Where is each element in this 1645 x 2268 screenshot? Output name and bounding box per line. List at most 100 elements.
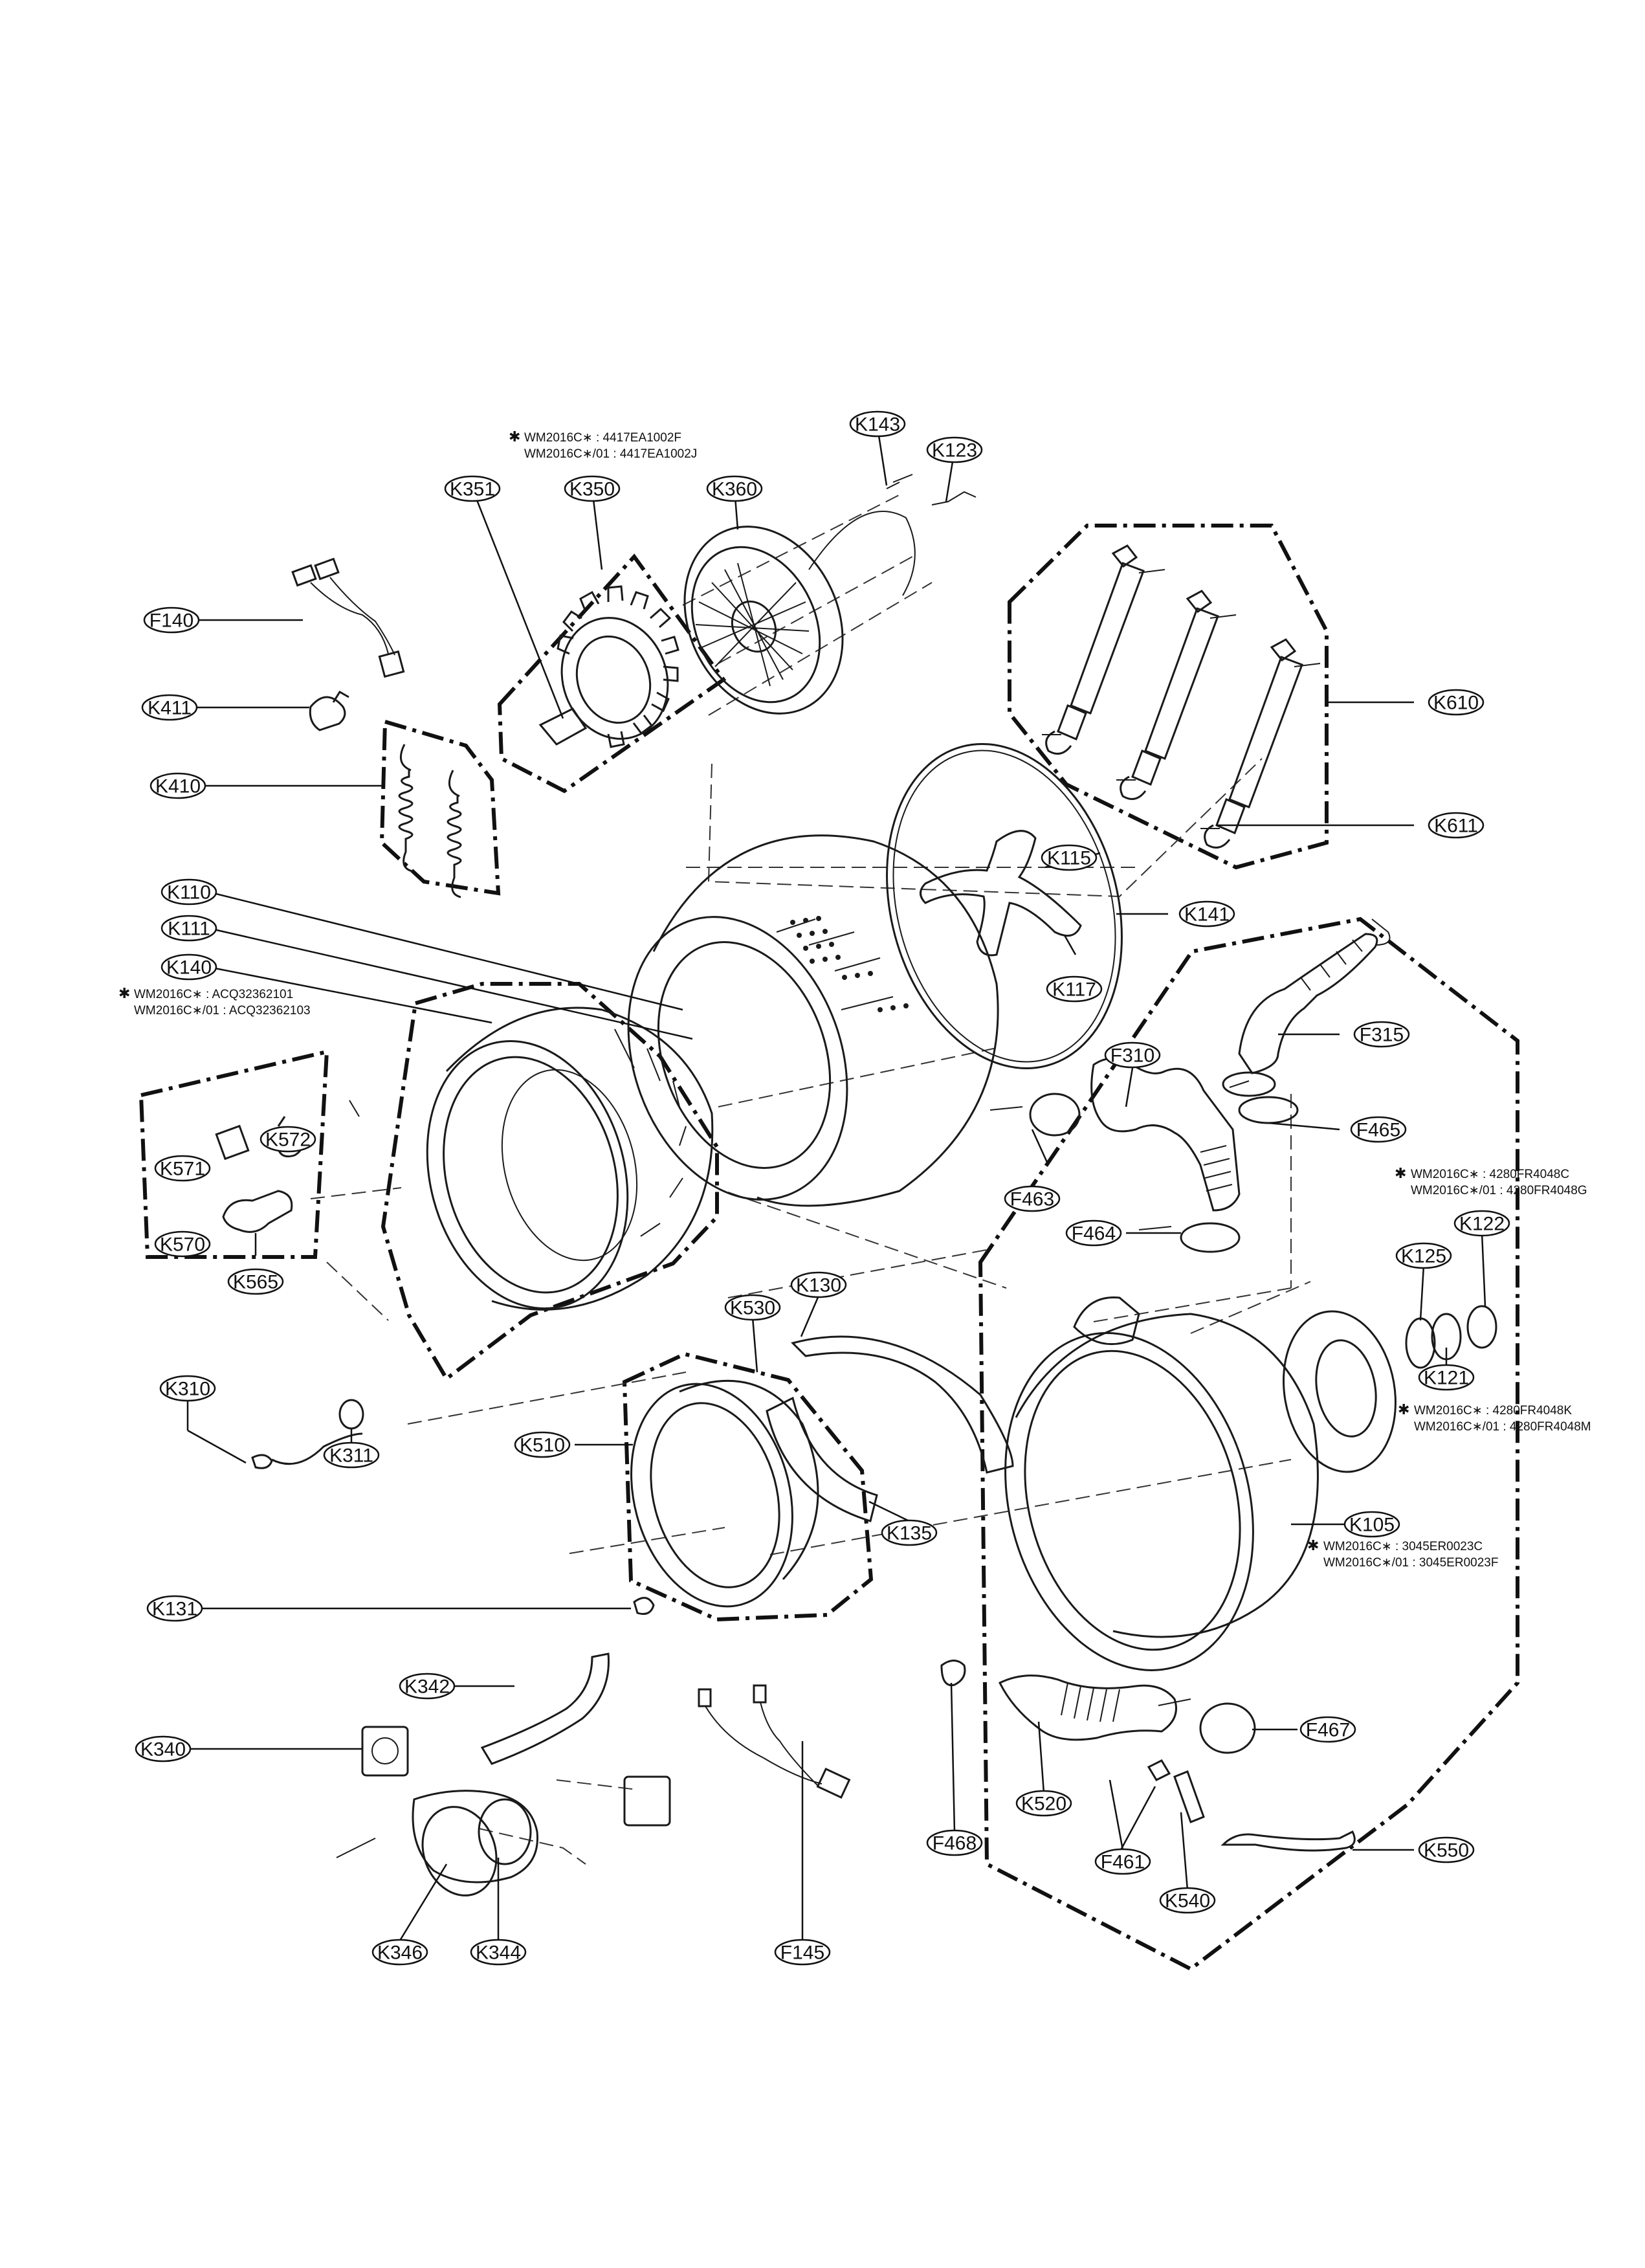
callout-k410: K410 <box>149 772 206 799</box>
callout-label: K360 <box>712 479 757 500</box>
tub-front-group-border <box>381 982 719 1382</box>
callout-oval <box>1353 1021 1410 1048</box>
callout-label: K411 <box>148 698 192 719</box>
callout-oval <box>1418 1364 1475 1391</box>
callout-oval <box>774 1939 831 1966</box>
callout-f461: F461 <box>1094 1848 1151 1875</box>
callout-label: K123 <box>932 440 977 461</box>
callout-oval <box>1395 1242 1452 1269</box>
callout-f468: F468 <box>926 1829 983 1856</box>
note-line: WM2016C∗ : 4280FR4048K <box>1414 1404 1572 1418</box>
callout-k125: K125 <box>1395 1242 1452 1269</box>
shock-absorbers-part <box>1042 544 1321 849</box>
note-line: WM2016C∗/01 : 4417EA1002J <box>524 447 697 461</box>
callout-oval <box>724 1294 781 1321</box>
callout-label: K344 <box>476 1942 521 1964</box>
callout-f140: F140 <box>143 606 200 634</box>
callout-oval <box>323 1441 380 1469</box>
callout-k565: K565 <box>227 1268 284 1295</box>
callout-oval <box>1299 1716 1356 1743</box>
callout-k360: K360 <box>706 475 763 502</box>
callout-label: K565 <box>233 1272 278 1293</box>
callout-oval <box>141 694 198 721</box>
callout-label: K611 <box>1434 816 1478 837</box>
callout-oval <box>1046 975 1103 1003</box>
callout-label: K140 <box>166 957 212 979</box>
note-line: WM2016C∗ : 4280FR4048C <box>1411 1168 1569 1181</box>
drain-elbow-part <box>222 1190 293 1233</box>
note-line: WM2016C∗ : 3045ER0023C <box>1323 1540 1483 1553</box>
callout-oval <box>926 1829 983 1856</box>
callout-label: K141 <box>1184 904 1230 926</box>
callout-oval <box>444 475 501 502</box>
callout-oval <box>227 1268 284 1295</box>
callout-oval <box>399 1673 456 1700</box>
callout-k115: K115 <box>1041 844 1098 871</box>
callout-label: K351 <box>450 479 495 500</box>
callout-label: K520 <box>1021 1794 1066 1815</box>
tub-screw-part <box>633 1597 655 1615</box>
hose-clamp-f465-part <box>1238 1096 1299 1124</box>
hose-clamp-f464-part <box>1180 1222 1241 1253</box>
callout-label: K350 <box>569 479 615 500</box>
callout-oval <box>160 953 217 981</box>
callout-oval <box>1428 812 1485 839</box>
callout-label: F464 <box>1072 1223 1116 1245</box>
callout-f464: F464 <box>1065 1219 1122 1247</box>
callout-k610: K610 <box>1428 689 1485 716</box>
callout-oval <box>1178 900 1235 928</box>
callout-oval <box>564 475 621 502</box>
note-line: WM2016C∗/01 : 4280FR4048M <box>1414 1420 1591 1434</box>
callout-k110: K110 <box>160 878 217 906</box>
callout-oval <box>881 1519 938 1546</box>
callout-label: F463 <box>1010 1189 1054 1210</box>
callout-label: K570 <box>160 1234 205 1256</box>
callout-oval <box>1041 844 1098 871</box>
callout-label: K342 <box>404 1676 450 1698</box>
callout-label: K571 <box>160 1159 205 1180</box>
callout-oval <box>926 436 983 463</box>
tub-rear-group-border <box>978 917 1519 1972</box>
callout-k611: K611 <box>1428 812 1485 839</box>
callout-label: K117 <box>1052 979 1096 1001</box>
callout-oval <box>1004 1185 1061 1212</box>
callout-oval <box>154 1230 211 1258</box>
callout-oval <box>154 1155 211 1182</box>
callout-label: K311 <box>329 1445 373 1467</box>
hose-connector-part <box>215 1124 250 1161</box>
callout-k342: K342 <box>399 1673 456 1700</box>
callout-oval <box>146 1595 203 1622</box>
washer-drum-part <box>627 834 999 1207</box>
callout-k105: K105 <box>1343 1511 1400 1538</box>
callout-k520: K520 <box>1015 1790 1072 1817</box>
nozzle-f461-part <box>1147 1759 1171 1781</box>
pump-wire-harness-part <box>698 1684 851 1799</box>
callout-label: K510 <box>520 1435 565 1456</box>
callout-k140: K140 <box>160 953 217 981</box>
callout-f463: F463 <box>1004 1185 1061 1212</box>
callout-oval <box>1418 1836 1475 1863</box>
callout-oval <box>159 1375 216 1402</box>
callout-k346: K346 <box>371 1939 428 1966</box>
note-line: WM2016C∗ : 4417EA1002F <box>524 431 681 445</box>
callout-k411: K411 <box>141 694 198 721</box>
callout-f465: F465 <box>1350 1116 1407 1143</box>
callout-k571: K571 <box>154 1155 211 1182</box>
callout-label: K111 <box>168 918 210 940</box>
note-line: WM2016C∗/01 : 3045ER0023F <box>1323 1556 1498 1570</box>
callout-label: F140 <box>149 610 193 632</box>
callout-k340: K340 <box>135 1735 192 1762</box>
drain-hose-part <box>1090 1057 1241 1212</box>
rear-tub-part <box>1004 1296 1397 1671</box>
callout-k510: K510 <box>514 1431 571 1458</box>
callout-k111: K111 <box>160 915 217 942</box>
callout-oval <box>160 915 217 942</box>
leader-lines <box>186 427 1486 1941</box>
note-line: WM2016C∗ : ACQ32362101 <box>134 988 293 1001</box>
callout-label: K340 <box>140 1739 186 1761</box>
hose-clip-f468-part <box>940 1660 966 1687</box>
callout-oval <box>1350 1116 1407 1143</box>
callout-label: K610 <box>1433 693 1479 714</box>
